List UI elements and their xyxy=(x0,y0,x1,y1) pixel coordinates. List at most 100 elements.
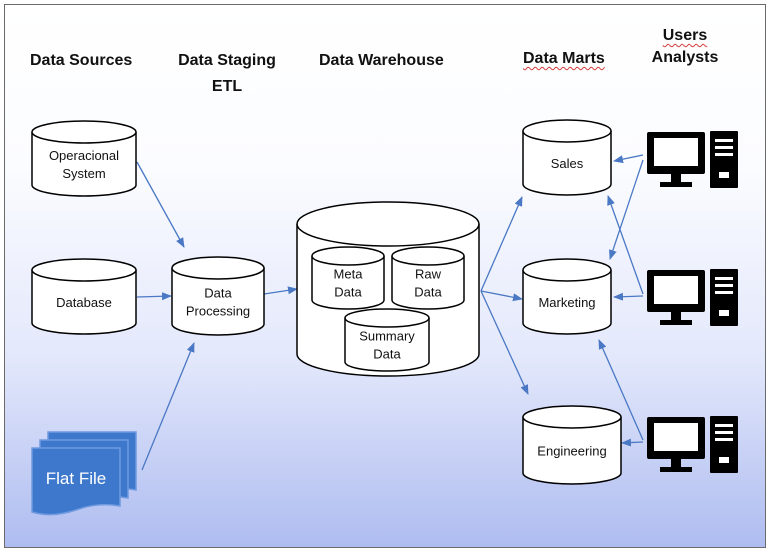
flat-file-page-3 xyxy=(31,447,121,516)
mart-engineering-label-line-1: Engineering xyxy=(537,444,606,459)
warehouse-raw-data-body xyxy=(391,256,465,310)
heading-data-sources: Data Sources xyxy=(30,52,133,69)
source-database: Database xyxy=(31,258,137,335)
computer-tower xyxy=(710,131,738,188)
data-warehouse-top xyxy=(296,201,480,247)
arrow-user2-to-marketing xyxy=(613,292,644,301)
source-database-label-line-1: Database xyxy=(56,295,112,310)
monitor-screen xyxy=(654,276,698,304)
heading-staging-line2: ETL xyxy=(211,78,243,95)
warehouse-summary-data-top xyxy=(344,308,430,328)
monitor-screen xyxy=(654,138,698,166)
tower-slot xyxy=(715,431,733,434)
tower-slot xyxy=(715,146,733,149)
heading-users-analysts: Users Analysts xyxy=(650,26,720,68)
monitor-base xyxy=(660,467,692,472)
heading-data-warehouse: Data Warehouse xyxy=(319,51,444,71)
mart-sales-body xyxy=(522,131,612,196)
computer-tower xyxy=(710,269,738,326)
arrow-warehouse-to-sales xyxy=(480,196,523,292)
warehouse-raw-data-label-line-2: Data xyxy=(414,285,442,300)
computer-icon-1 xyxy=(647,131,738,188)
flat-file-label: Flat File xyxy=(46,469,106,488)
tower-slot xyxy=(715,424,733,427)
user-computers xyxy=(647,131,738,473)
monitor-base xyxy=(660,182,692,187)
mart-sales-label-line-1: Sales xyxy=(551,156,584,171)
computer-icon-3 xyxy=(647,416,738,473)
arrow-warehouse-to-engineering xyxy=(480,290,529,395)
arrow-user3-to-engineering xyxy=(621,438,644,447)
tower-slot xyxy=(715,291,733,294)
mart-sales: Sales xyxy=(522,119,612,196)
flat-file-icon: Flat File xyxy=(31,431,137,516)
heading-data-staging: Data Staging ETL xyxy=(170,51,284,97)
arrow-warehouse-to-marketing xyxy=(480,290,523,302)
source-operational-system-label-line-2: System xyxy=(62,166,105,181)
staging-data-processing-label-line-1: Data xyxy=(204,286,232,301)
mart-engineering-body xyxy=(522,417,622,485)
monitor-neck xyxy=(671,174,681,182)
mart-marketing-body xyxy=(522,270,612,335)
mart-marketing-top xyxy=(522,258,612,282)
tower-button xyxy=(719,310,729,316)
connectors xyxy=(136,154,644,471)
mart-marketing: Marketing xyxy=(522,258,612,335)
source-operational-system-label-line-1: Operacional xyxy=(49,148,119,163)
tower-button xyxy=(719,172,729,178)
heading-data-marts: Data Marts xyxy=(523,49,605,69)
source-database-top xyxy=(31,258,137,282)
tower-slot xyxy=(715,284,733,287)
source-operational-system-top xyxy=(31,120,137,144)
warehouse-raw-data-label-line-1: Raw xyxy=(415,267,442,282)
heading-warehouse-text: Data Warehouse xyxy=(319,52,444,69)
tower-slot xyxy=(715,153,733,156)
computer-tower xyxy=(710,416,738,473)
source-database-body xyxy=(31,270,137,335)
warehouse-meta-data-label-line-1: Meta xyxy=(334,267,364,282)
computer-icon-2 xyxy=(647,269,738,326)
warehouse-summary-data-label-line-2: Data xyxy=(373,347,401,362)
heading-marts-text: Data Marts xyxy=(523,50,605,67)
arrow-user3-to-marketing xyxy=(598,339,644,441)
arrow-user1-to-sales xyxy=(613,154,644,164)
heading-analysts-text: Analysts xyxy=(651,49,719,66)
arrow-database-to-processing xyxy=(136,292,172,301)
staging-data-processing-body xyxy=(171,268,265,336)
warehouse-summary-data-label-line-1: Summary xyxy=(359,329,415,344)
heading-users-text: Users xyxy=(662,27,708,44)
warehouse-meta-data-label-line-2: Data xyxy=(334,285,362,300)
warehouse-meta-data-body xyxy=(311,256,385,310)
arrow-processing-to-warehouse xyxy=(263,286,298,295)
tower-slot xyxy=(715,438,733,441)
warehouse-summary-data-body xyxy=(344,318,430,372)
mart-engineering-top xyxy=(522,405,622,429)
mart-marketing-label-line-1: Marketing xyxy=(538,295,595,310)
nodes: OperacionalSystemDatabaseDataProcessingM… xyxy=(31,119,622,516)
arrow-user2-to-sales xyxy=(607,195,644,295)
monitor-base xyxy=(660,320,692,325)
tower-slot xyxy=(715,277,733,280)
staging-data-processing-label-line-2: Processing xyxy=(186,304,250,319)
source-operational-system-body xyxy=(31,132,137,197)
mart-sales-top xyxy=(522,119,612,143)
monitor-neck xyxy=(671,459,681,467)
staging-data-processing-top xyxy=(171,256,265,280)
warehouse-raw-data-top xyxy=(391,246,465,266)
arrow-flatfile-to-processing xyxy=(141,342,195,471)
monitor-neck xyxy=(671,312,681,320)
arrow-user1-to-marketing xyxy=(609,159,644,260)
monitor-screen xyxy=(654,423,698,451)
heading-staging-line1: Data Staging xyxy=(178,52,276,69)
arrow-operational-to-processing xyxy=(136,161,185,248)
warehouse-meta-data-top xyxy=(311,246,385,266)
mart-engineering: Engineering xyxy=(522,405,622,485)
tower-button xyxy=(719,457,729,463)
tower-slot xyxy=(715,139,733,142)
